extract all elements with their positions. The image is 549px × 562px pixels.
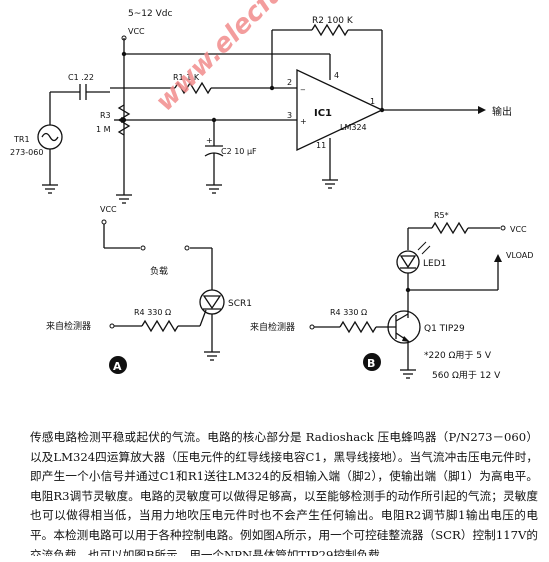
b-input-label: 来自检测器 — [250, 321, 295, 333]
pin3-label: 3 — [287, 111, 292, 120]
junction-dot — [121, 51, 127, 57]
a-scr-label: SCR1 — [228, 299, 252, 309]
b-led-label: LED1 — [423, 259, 446, 269]
b-r4-resistor — [339, 320, 377, 334]
b-input-terminal — [309, 324, 315, 330]
a-vcc-terminal — [101, 219, 107, 225]
b-vcc-label: VCC — [510, 225, 527, 234]
junction-dot — [121, 117, 127, 123]
svg-text:+: + — [206, 136, 213, 145]
c2-label: C2 10 µF — [221, 147, 257, 156]
a-r4-label: R4 330 Ω — [134, 308, 171, 317]
caption-text: 传感电路检测平稳或起伏的气流。电路的核心部分是 Radioshack 压电蜂鸣器… — [30, 430, 538, 556]
pin11-label: 11 — [316, 141, 326, 150]
b-circle-badge — [363, 353, 381, 371]
a-r4-resistor — [141, 319, 179, 333]
b-r5-label: R5* — [434, 211, 449, 220]
r1-resistor — [174, 81, 212, 95]
a-load-terminal — [140, 245, 146, 251]
r3-name: R3 — [100, 111, 111, 120]
junction-dot — [269, 85, 275, 91]
a-input-terminal — [109, 323, 115, 329]
pin2-label: 2 — [287, 78, 292, 87]
b-circle-label: B — [367, 357, 375, 370]
supply-terminal — [121, 35, 127, 41]
r2-resistor — [311, 23, 349, 37]
b-vload-label: VLOAD — [506, 251, 533, 260]
a-circle-badge — [109, 356, 127, 374]
tr1-part: 273-060 — [10, 148, 43, 157]
b-note-12v: 560 Ω用于 12 V — [432, 370, 501, 381]
ic1-opamp-symbol — [296, 68, 384, 152]
b-led-light-icon — [417, 241, 427, 251]
vcc-top-label: VCC — [128, 27, 145, 36]
b-led-symbol — [396, 250, 420, 274]
b-vcc-terminal — [500, 225, 506, 231]
b-note-5v: *220 Ω用于 5 V — [424, 350, 492, 361]
a-load-terminal — [184, 245, 190, 251]
c1-label: C1 .22 — [68, 73, 94, 82]
supply-voltage-label: 5~12 Vdc — [128, 9, 172, 19]
a-gate-wire — [199, 309, 207, 327]
output-label: 输出 — [492, 105, 512, 118]
a-scr-symbol — [199, 289, 225, 315]
b-r5-resistor — [431, 221, 469, 235]
ic1-name: IC1 — [314, 108, 332, 119]
ic1-part: LM324 — [340, 123, 367, 132]
b-q1-label: Q1 TIP29 — [424, 324, 465, 334]
tr1-name: TR1 — [13, 135, 30, 144]
output-arrow-icon — [478, 106, 486, 114]
a-vcc-label: VCC — [100, 205, 117, 214]
pin1-label: 1 — [370, 97, 375, 106]
svg-text:−: − — [300, 86, 306, 94]
b-vload-arrow-icon — [494, 254, 502, 262]
b-r4-label: R4 330 Ω — [330, 308, 367, 317]
circuit-diagram: 5~12 Vdc VCC R2 100 K TR1 273-060 C1 .22… — [10, 9, 533, 381]
r1-label: R1 1 K — [173, 73, 200, 82]
pin4-label: 4 — [334, 71, 339, 80]
svg-text:+: + — [300, 117, 307, 126]
a-load-label: 负载 — [150, 265, 168, 277]
a-input-label: 来自检测器 — [46, 320, 91, 332]
r3-value: 1 M — [96, 125, 111, 134]
r2-label: R2 100 K — [312, 16, 354, 26]
a-circle-label: A — [113, 360, 122, 373]
tr1-wave-icon — [41, 132, 59, 142]
